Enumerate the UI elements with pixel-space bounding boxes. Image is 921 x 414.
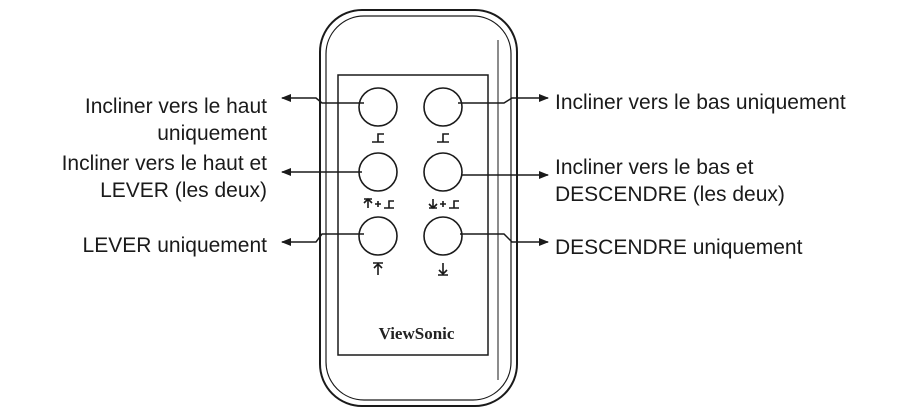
tilt-down-icon [437,133,449,143]
tilt-up-button[interactable] [358,87,398,127]
raise-icon [373,262,383,275]
tilt-up-icon [372,133,384,143]
raise-plus-tilt-icon [363,197,394,209]
lower-button[interactable] [423,216,463,256]
label-line: Incliner vers le haut et [61,152,267,175]
lower-icon [438,263,448,276]
label-line: Incliner vers le bas uniquement [555,91,846,114]
label-line: uniquement [157,122,267,145]
tilt-down-and-lower-button[interactable] [423,152,463,192]
arrow-tilt-up-only [281,94,364,104]
label-line: Incliner vers le haut [84,95,267,118]
label-line: LEVER uniquement [82,234,267,257]
label-tilt-up-only: Incliner vers le haut uniquement [85,93,267,147]
tilt-up-and-raise-button[interactable] [358,152,398,192]
label-tilt-down-and-lower: Incliner vers le bas et DESCENDRE (les d… [555,154,785,208]
lower-plus-tilt-icon [428,199,459,210]
label-lower-only: DESCENDRE uniquement [555,234,802,261]
label-raise-only: LEVER uniquement [83,232,267,259]
label-line: DESCENDRE (les deux) [555,183,785,206]
label-tilt-up-and-raise: Incliner vers le haut et LEVER (les deux… [62,150,267,204]
label-line: LEVER (les deux) [100,179,267,202]
arrow-tilt-down-only [458,94,549,104]
label-line: DESCENDRE uniquement [555,236,803,259]
button-panel [337,74,489,356]
raise-button[interactable] [358,216,398,256]
arrow-raise-only [281,233,364,246]
label-tilt-down-only: Incliner vers le bas uniquement [555,89,846,116]
tilt-down-button[interactable] [423,87,463,127]
arrow-lower-only [460,233,549,246]
label-line: Incliner vers le bas et [555,156,754,179]
brand-logo: ViewSonic [378,324,455,343]
